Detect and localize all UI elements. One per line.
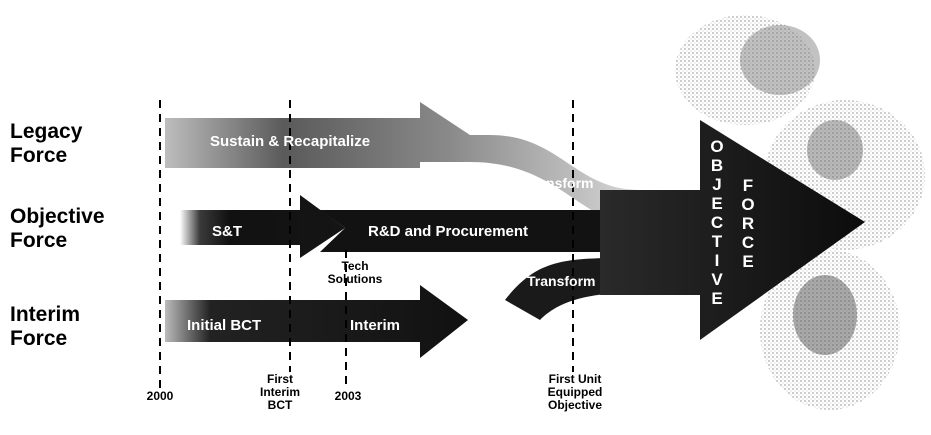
transform-upper-label: Transform bbox=[525, 175, 593, 191]
force-letter: C bbox=[742, 233, 754, 252]
legacy-force-label: Legacy Force bbox=[10, 120, 83, 167]
objective-letter: B bbox=[711, 156, 723, 175]
initial-bct-label: Initial BCT bbox=[187, 317, 261, 334]
objective-letter: C bbox=[711, 213, 723, 232]
objective-letter: I bbox=[715, 251, 720, 270]
year-2003-label: 2003 bbox=[334, 389, 362, 403]
force-letter: R bbox=[742, 214, 754, 233]
objective-letter: J bbox=[712, 175, 721, 194]
objective-letter: O bbox=[710, 137, 723, 156]
tech-solutions-label: Tech Solutions bbox=[327, 259, 383, 286]
force-letter: F bbox=[743, 176, 753, 195]
objective-force-label: Objective Force bbox=[10, 205, 105, 252]
objective-force-arrow bbox=[180, 195, 345, 258]
rd-procurement-arrow bbox=[320, 210, 650, 252]
objective-letter: E bbox=[711, 194, 722, 213]
objective-letter: V bbox=[711, 270, 723, 289]
force-letter: O bbox=[741, 195, 754, 214]
st-label: S&T bbox=[212, 223, 242, 240]
transform-lower-label: Transform bbox=[527, 273, 595, 289]
force-letter: E bbox=[742, 252, 753, 271]
first-unit-equipped-label: First Unit Equipped Objective bbox=[547, 372, 603, 412]
interim-force-label: Interim Force bbox=[10, 303, 81, 350]
year-2000-label: 2000 bbox=[146, 389, 174, 403]
interim-label: Interim bbox=[350, 317, 400, 334]
rd-procurement-label: R&D and Procurement bbox=[368, 223, 528, 240]
interim-force-arrow bbox=[165, 285, 468, 358]
first-interim-bct-label: First Interim BCT bbox=[259, 372, 300, 412]
objective-letter: T bbox=[712, 232, 723, 251]
legacy-force-arrow bbox=[165, 102, 640, 225]
objective-letter: E bbox=[711, 289, 722, 308]
objective-force-big-arrow bbox=[600, 120, 865, 340]
sustain-recapitalize-label: Sustain & Recapitalize bbox=[210, 133, 370, 150]
